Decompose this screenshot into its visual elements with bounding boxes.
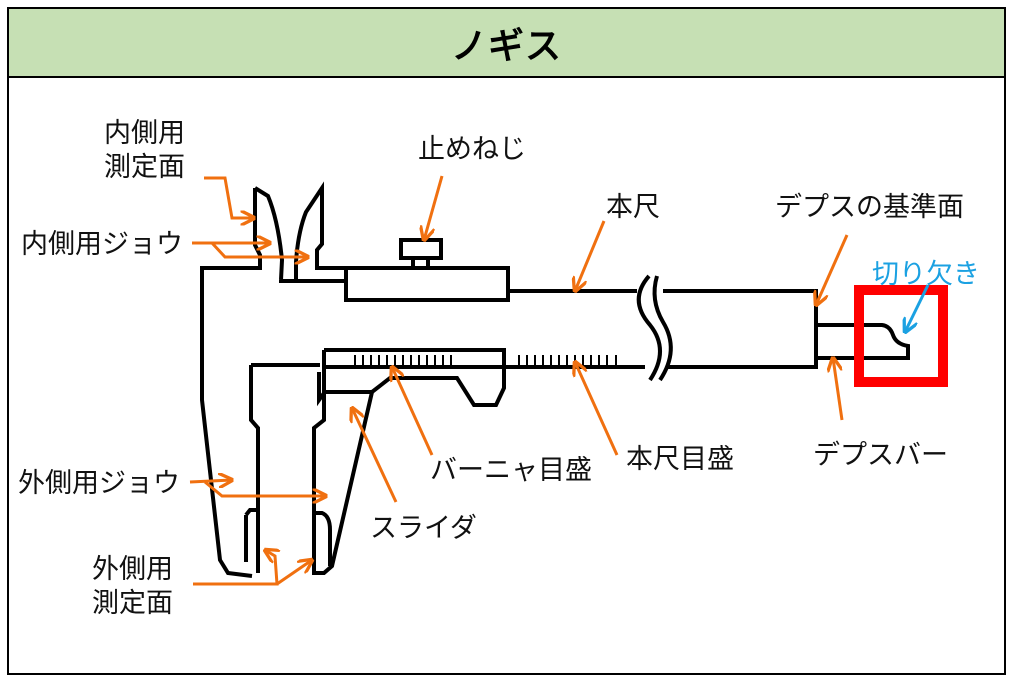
label-outer-measuring-face-line1: 外側用: [92, 554, 173, 585]
slider-inner-jaw: [294, 181, 346, 281]
label-depth-bar: デプスバー: [813, 440, 948, 471]
arrow-main-graduation: [575, 362, 619, 456]
inner-jaw-base: [279, 279, 345, 283]
arrow-lock-screw: [424, 175, 444, 240]
label-main-scale-graduation: 本尺目盛: [626, 444, 734, 475]
fixed-outer-jaw: [249, 363, 320, 573]
fixed-outer-face: [244, 508, 258, 562]
label-lock-screw: 止めねじ: [418, 134, 526, 165]
arrow-outer-jaw-2: [204, 480, 326, 496]
label-inner-measuring-face-line2: 測定面: [104, 152, 185, 183]
label-main-scale: 本尺: [606, 192, 660, 223]
label-depth-reference-face: デプスの基準面: [775, 192, 964, 223]
arrow-inner-jaw-2: [210, 241, 308, 257]
label-outer-measuring-face-line2: 測定面: [92, 588, 173, 619]
arrow-slider: [352, 408, 398, 503]
arrow-depth-bar: [833, 358, 844, 421]
main-scale-top-edge-right: [663, 289, 818, 369]
arrow-outer-face-2: [276, 560, 312, 586]
diagram-frame: ノギス: [7, 7, 1006, 675]
break-mark: [652, 275, 673, 382]
label-outer-jaw: 外側用ジョウ: [18, 468, 180, 499]
arrow-outer-face-1: [193, 550, 277, 586]
slider-body: [317, 348, 506, 407]
label-inner-jaw: 内側用ジョウ: [21, 229, 183, 260]
arrow-main-scale: [575, 220, 606, 291]
arrow-vernier: [392, 367, 434, 456]
vernier-ticks: [354, 355, 452, 367]
label-notch: 切り欠き: [872, 259, 980, 290]
page-title: ノギス: [450, 25, 562, 67]
label-slider: スライダ: [370, 513, 477, 544]
slider-outer-face: [314, 511, 332, 566]
lock-screw-head: [399, 238, 443, 260]
label-inner-measuring-face-line1: 内側用: [104, 118, 185, 149]
arrow-outer-jaw-1: [189, 480, 232, 482]
slider-top-box: [344, 266, 510, 302]
title-bar: ノギス: [9, 9, 1004, 78]
break-mark: [636, 274, 662, 382]
notch-highlight-box: [854, 285, 948, 387]
arrow-notch: [905, 284, 930, 332]
depth-bar: [816, 323, 910, 360]
arrow-depth-face: [816, 234, 849, 305]
label-vernier-scale: バーニャ目盛: [430, 455, 592, 486]
arrow-inner-face: [204, 176, 254, 218]
slider-outer-jaw: [312, 391, 374, 575]
